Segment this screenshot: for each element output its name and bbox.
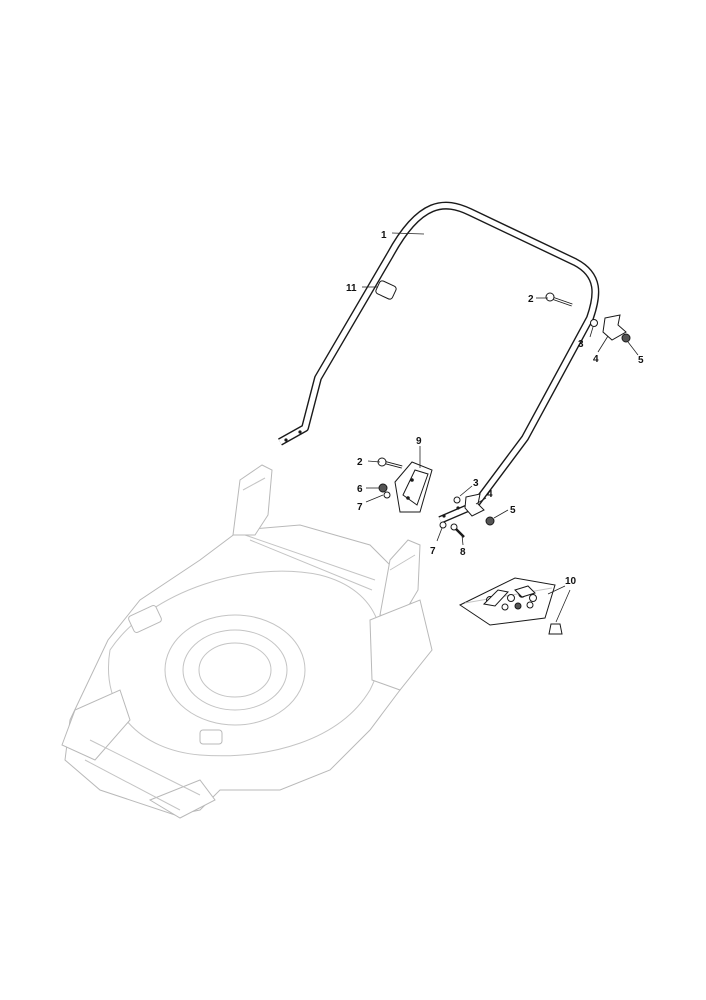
callout-9: 9 [416,436,422,447]
callout-2-upper: 2 [528,294,534,305]
upper-knob [602,314,627,341]
kit-cap [548,623,563,635]
callout-2-middle: 2 [357,457,363,468]
callout-1: 1 [381,230,387,241]
middle-bolt [377,457,403,469]
handle-sleeve [375,280,397,300]
middle-bolt-8 [450,523,465,538]
hinge-bracket [394,461,433,513]
upper-nut [621,333,631,343]
callout-6: 6 [357,484,363,495]
middle-nut-6 [378,483,388,493]
callout-4-upper: 4 [593,354,599,365]
middle-washer-7a [383,491,391,499]
callout-5-upper: 5 [638,355,644,366]
callout-3-upper: 3 [578,339,584,350]
callout-8: 8 [460,547,466,558]
callout-7-left: 7 [357,502,363,513]
callout-5-middle: 5 [510,505,516,516]
leader-lines [362,232,639,623]
callout-7-right: 7 [430,546,436,557]
middle-washer-3 [453,496,461,504]
upper-bolt [545,292,573,307]
upper-handle [278,201,600,524]
hardware-kit-bag [458,577,556,626]
middle-washer-7b [439,521,447,529]
callout-4-middle: 4 [487,489,493,500]
middle-nut-5 [485,516,495,526]
callout-10: 10 [565,576,577,587]
upper-washer [590,319,598,327]
mower-deck [61,464,433,819]
callout-11: 11 [346,283,357,294]
callout-3-middle: 3 [473,478,479,489]
middle-knob [464,493,485,517]
callouts: 1 11 2 3 4 5 9 2 6 7 3 4 5 7 8 10 [346,230,644,587]
